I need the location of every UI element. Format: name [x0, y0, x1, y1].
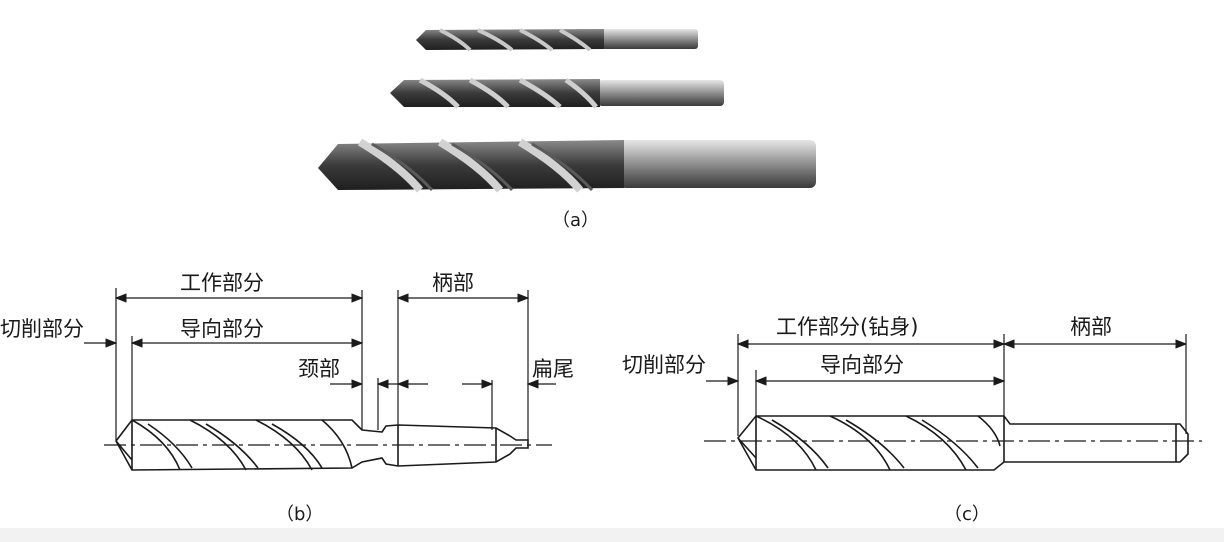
label-b-neck: 颈部 — [298, 357, 340, 381]
caption-c: （c） — [944, 504, 990, 525]
label-c-cutting-part: 切削部分 — [622, 353, 706, 377]
label-b-guide-part: 导向部分 — [180, 317, 264, 341]
label-c-guide-part: 导向部分 — [820, 353, 904, 377]
caption-b: （b） — [276, 504, 323, 525]
label-c-working-part: 工作部分(钻身) — [776, 315, 918, 339]
drill-photo-small — [416, 28, 698, 52]
label-b-shank: 柄部 — [432, 271, 474, 295]
label-c-shank: 柄部 — [1070, 315, 1112, 339]
label-b-tang: 扁尾 — [532, 357, 574, 381]
bottom-band — [0, 528, 1224, 542]
drill-photo-medium — [390, 77, 724, 109]
drill-photo — [318, 28, 816, 193]
diagram-c — [704, 334, 1202, 471]
caption-a: （a） — [552, 210, 599, 231]
drill-photo-large — [318, 138, 816, 193]
label-b-cutting-part: 切削部分 — [0, 317, 84, 341]
label-b-working-part: 工作部分 — [180, 271, 264, 295]
diagram-b — [84, 288, 556, 471]
